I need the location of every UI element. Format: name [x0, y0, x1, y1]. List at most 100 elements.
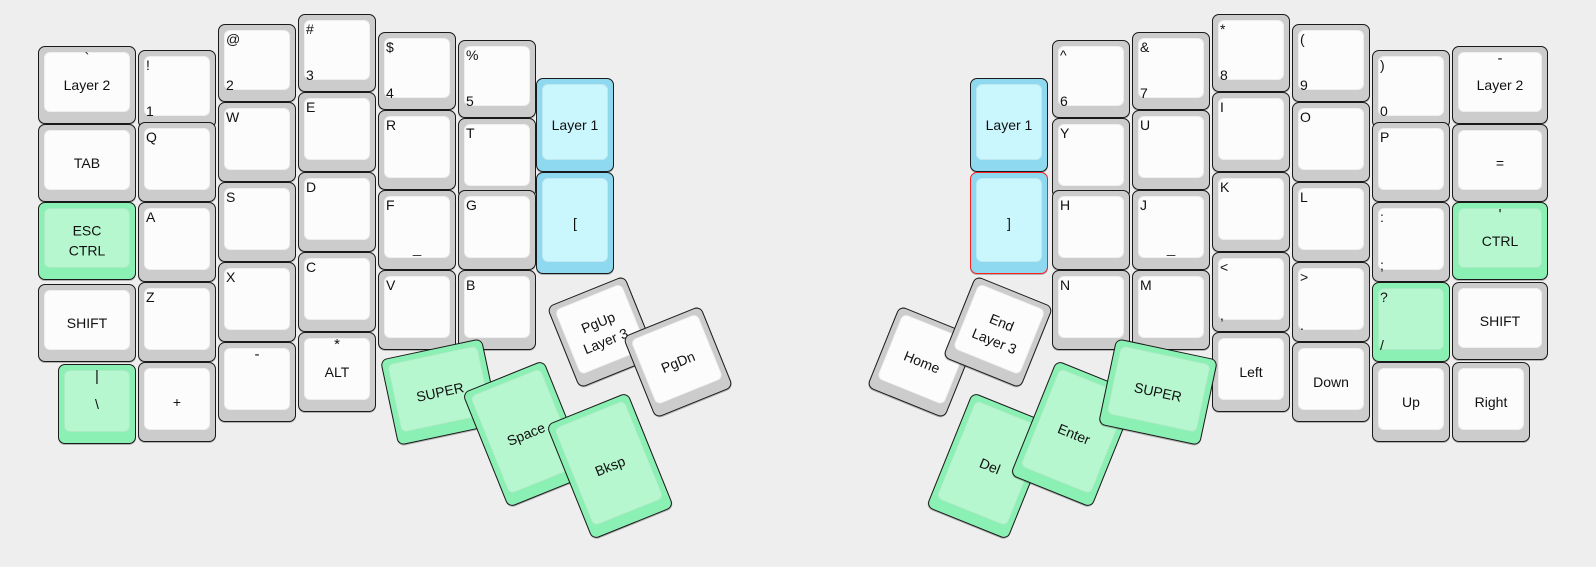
key-alt[interactable]: *ALT [298, 332, 376, 412]
key-m[interactable]: M [1132, 270, 1210, 350]
key-legend-center: + [172, 394, 182, 410]
key-q[interactable]: Q [138, 122, 216, 202]
key-v[interactable]: V [378, 270, 456, 350]
key-z[interactable]: Z [138, 282, 216, 362]
keycap-face [1458, 208, 1542, 268]
key-legend-top-center: * [334, 336, 340, 353]
key-r[interactable]: R [378, 110, 456, 190]
key-legend-top-left: W [226, 109, 240, 125]
key-y[interactable]: Y [1052, 118, 1130, 198]
key-0[interactable]: )0 [1372, 50, 1450, 128]
key-quote-ctrl[interactable]: 'CTRL [1452, 202, 1548, 280]
key-6[interactable]: ^6 [1052, 40, 1130, 118]
key-slash[interactable]: ?/ [1372, 282, 1450, 362]
key-k[interactable]: K [1212, 172, 1290, 252]
key-n[interactable]: N [1052, 270, 1130, 350]
key-d[interactable]: D [298, 172, 376, 252]
key-u[interactable]: U [1132, 110, 1210, 190]
key-legend-center: Layer 1 [551, 117, 599, 133]
keycap-face [464, 276, 530, 338]
key-legend-top-left: J [1140, 197, 1147, 213]
key-g[interactable]: G [458, 190, 536, 270]
key-2[interactable]: @2 [218, 24, 296, 102]
key-legend-bottom-left: 4 [386, 85, 394, 101]
key-t[interactable]: T [458, 118, 536, 198]
key-legend-top-center: ` [84, 50, 90, 67]
key-bracket-left[interactable]: [ [536, 172, 614, 274]
key-legend-top-left: S [226, 189, 236, 205]
keycap-face [542, 84, 608, 160]
key-semicolon[interactable]: :; [1372, 202, 1450, 282]
key-legend-center: Up [1402, 394, 1420, 410]
key-j[interactable]: J_ [1132, 190, 1210, 270]
key-shift[interactable]: SHIFT [38, 284, 136, 362]
key-w[interactable]: W [218, 102, 296, 182]
key-legend-top-left: O [1300, 109, 1311, 125]
key-minus-layer2[interactable]: -Layer 2 [1452, 46, 1548, 124]
key-minus[interactable]: - [218, 342, 296, 422]
key-9[interactable]: (9 [1292, 24, 1370, 102]
key-layer1[interactable]: Layer 1 [536, 78, 614, 172]
key-4[interactable]: $4 [378, 32, 456, 110]
key-legend-top-center: - [1497, 50, 1503, 67]
key-equals[interactable]: = [1452, 124, 1548, 202]
key-homing-bar: _ [412, 240, 422, 257]
keycap-face [44, 290, 130, 350]
key-legend-top-left: B [466, 277, 476, 293]
key-a[interactable]: A [138, 202, 216, 282]
key-x[interactable]: X [218, 262, 296, 342]
key-s[interactable]: S [218, 182, 296, 262]
key-plus[interactable]: + [138, 362, 216, 442]
keycap-face [224, 348, 290, 410]
key-period[interactable]: >. [1292, 262, 1370, 342]
key-shift-right[interactable]: SHIFT [1452, 282, 1548, 360]
key-c[interactable]: C [298, 252, 376, 332]
key-h[interactable]: H [1052, 190, 1130, 270]
key-7[interactable]: &7 [1132, 32, 1210, 110]
key-up[interactable]: Up [1372, 362, 1450, 442]
key-legend-top-left: U [1140, 117, 1151, 133]
key-3[interactable]: #3 [298, 14, 376, 92]
key-pipe-backslash[interactable]: |\ [58, 364, 136, 444]
key-tab[interactable]: TAB [38, 124, 136, 202]
keycap-face [304, 178, 370, 240]
keycap-face [224, 268, 290, 330]
keycap-face [1218, 178, 1284, 240]
keycap-face [464, 124, 530, 186]
key-legend-top-left: $ [386, 39, 394, 55]
key-f[interactable]: F_ [378, 190, 456, 270]
key-8[interactable]: *8 [1212, 14, 1290, 92]
key-5[interactable]: %5 [458, 40, 536, 118]
keycap-face [1138, 276, 1204, 338]
keycap-face [304, 258, 370, 320]
key-right[interactable]: Right [1452, 362, 1530, 442]
keycap-face [1298, 188, 1364, 250]
keycap-face [1378, 56, 1444, 116]
key-e[interactable]: E [298, 92, 376, 172]
key-b[interactable]: B [458, 270, 536, 350]
key-p[interactable]: P [1372, 122, 1450, 202]
key-layer1-right[interactable]: Layer 1 [970, 78, 1048, 172]
keycap-face [64, 370, 130, 432]
key-down[interactable]: Down [1292, 342, 1370, 422]
key-comma[interactable]: <, [1212, 252, 1290, 332]
keycap-face [1378, 128, 1444, 190]
keycap-face [144, 56, 210, 116]
key-l[interactable]: L [1292, 182, 1370, 262]
key-left[interactable]: Left [1212, 332, 1290, 412]
key-legend-top-center: | [95, 368, 99, 385]
key-bracket-right[interactable]: ] [970, 172, 1048, 274]
key-1[interactable]: !1 [138, 50, 216, 128]
keycap-face [224, 108, 290, 170]
key-legend-bottom-left: 3 [306, 67, 314, 83]
key-grave-layer2[interactable]: ` Layer 2 [38, 46, 136, 124]
key-o[interactable]: O [1292, 102, 1370, 182]
key-legend-center: [ [573, 215, 577, 231]
key-legend-center: ] [1007, 215, 1011, 231]
key-legend-top-left: < [1220, 259, 1229, 275]
key-legend-center: TAB [73, 155, 101, 171]
key-legend-center: Layer 2 [63, 77, 111, 93]
key-i[interactable]: I [1212, 92, 1290, 172]
